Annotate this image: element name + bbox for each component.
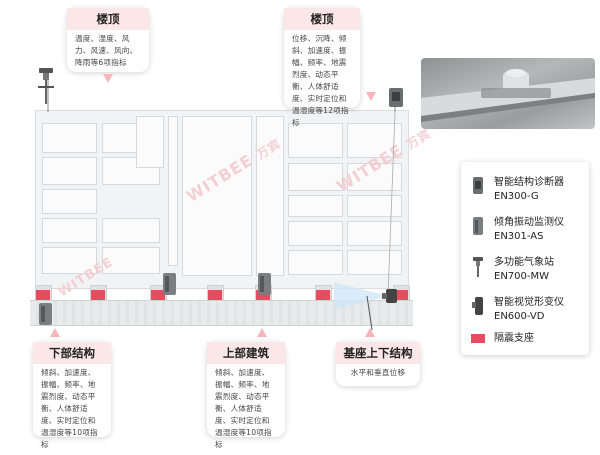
building-column (256, 116, 284, 276)
visual-deformation-meter-icon (472, 297, 483, 315)
building-window (288, 163, 343, 191)
isolation-bearing (394, 290, 408, 300)
legend-name: 倾角振动监测仪 (494, 217, 564, 228)
callout-roof-structure: 楼顶 位移、沉降、倾斜、加速度、振幅、频率、地震烈度、动态平衡、人体舒适度、实时… (284, 8, 360, 127)
tilt-vibration-monitor-icon (473, 217, 483, 235)
legend-name: 隔震支座 (494, 333, 534, 344)
callout-roof-weather: 楼顶 温度、湿度、风力、风速、风向、降雨等6项指标 (67, 8, 149, 72)
callout-text: 位移、沉降、倾斜、加速度、振幅、频率、地震烈度、动态平衡、人体舒适度、实时定位和… (292, 34, 349, 127)
legend-item: 倾角振动监测仪 EN301-AS (471, 216, 564, 244)
legend-model: EN300-G (494, 191, 539, 202)
isolation-bearing (36, 290, 50, 300)
device-legend: 智能结构诊断器 EN300-G 倾角振动监测仪 EN301-AS 多功能气象站 … (461, 162, 589, 355)
callout-text: 温度、湿度、风力、风速、风向、降雨等6项指标 (75, 34, 138, 67)
pointer-triangle (366, 92, 376, 101)
isolation-bearing (208, 290, 222, 300)
legend-name: 智能视觉形变仪 (494, 297, 564, 308)
callout-title: 下部结构 (33, 342, 111, 364)
building-window (288, 195, 343, 217)
building-window (42, 189, 97, 214)
legend-model: EN600-VD (494, 311, 545, 322)
isolation-bearing (316, 290, 330, 300)
legend-item: 隔震支座 (471, 332, 534, 346)
structural-diagnostic-device-icon (389, 88, 403, 107)
building-facade (35, 110, 409, 289)
building-core (182, 116, 252, 276)
legend-item: 智能视觉形变仪 EN600-VD (471, 296, 564, 324)
callout-title: 楼顶 (67, 8, 149, 30)
callout-title: 楼顶 (284, 8, 360, 30)
tilt-vibration-monitor-icon (163, 273, 176, 295)
visual-deformation-meter-icon (382, 289, 397, 303)
callout-title: 上部建筑 (207, 342, 285, 364)
vision-beam (334, 282, 388, 310)
tilt-vibration-monitor-icon (258, 273, 271, 295)
building-window (288, 221, 343, 246)
building-window (347, 250, 402, 275)
isolation-bearing-icon (471, 334, 485, 343)
callout-upper-building: 上部建筑 倾斜、加速度、振幅、频率、地震烈度、动态平衡、人体舒适度、实时定位和温… (207, 342, 285, 449)
legend-name: 多功能气象站 (494, 257, 554, 268)
callout-text: 倾斜、加速度、振幅、频率、地震烈度、动态平衡、人体舒适度、实时定位和温湿度等10… (41, 368, 98, 449)
isolation-bearing (91, 290, 105, 300)
structural-diagnostic-device-icon (473, 177, 483, 194)
building-window (42, 247, 97, 274)
legend-name: 智能结构诊断器 (494, 177, 564, 188)
building-window (42, 123, 97, 153)
legend-item: 多功能气象站 EN700-MW (471, 256, 554, 284)
building-window (102, 218, 160, 243)
building-window (102, 247, 160, 274)
callout-lower-structure: 下部结构 倾斜、加速度、振幅、频率、地震烈度、动态平衡、人体舒适度、实时定位和温… (33, 342, 111, 449)
building-window (288, 123, 343, 158)
building-window (347, 123, 402, 158)
isolation-bearing (151, 290, 165, 300)
legend-model: EN700-MW (494, 271, 550, 282)
building-window (288, 250, 343, 275)
legend-item: 智能结构诊断器 EN300-G (471, 176, 564, 204)
building-window (42, 218, 97, 243)
pointer-triangle (365, 328, 375, 337)
building-window (347, 195, 402, 217)
legend-model: EN301-AS (494, 231, 544, 242)
weather-station-icon (473, 257, 483, 277)
building-window (136, 116, 164, 168)
connector-lines (47, 80, 396, 331)
tilt-vibration-monitor-icon (39, 303, 52, 325)
sensor-photo (421, 58, 595, 129)
building-window (347, 221, 402, 246)
callout-base: 基座上下结构 水平和垂直位移 (336, 342, 420, 386)
callout-text: 水平和垂直位移 (350, 368, 406, 377)
pointer-triangle (103, 74, 113, 83)
weather-station-icon (38, 68, 54, 104)
pointer-triangle (50, 328, 60, 337)
building-column (168, 116, 178, 266)
pointer-triangle (257, 328, 267, 337)
callout-text: 倾斜、加速度、振幅、频率、地震烈度、动态平衡、人体舒适度、实时定位和温湿度等10… (215, 368, 272, 449)
callout-title: 基座上下结构 (336, 342, 420, 364)
building-window (42, 157, 97, 185)
